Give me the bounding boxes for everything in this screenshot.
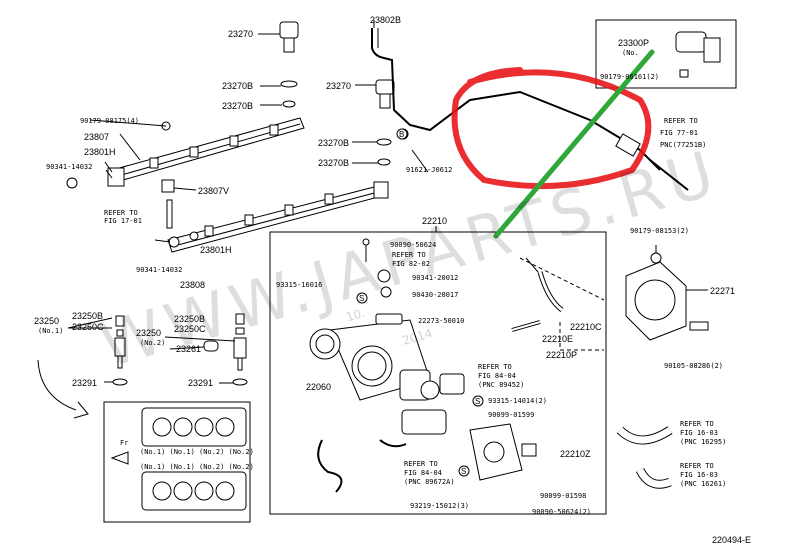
part-label: 23250B: [72, 311, 104, 321]
part-label: 90179-08175(4): [80, 117, 140, 125]
marker-b: B: [399, 130, 405, 139]
refer-label: PNC(77251B): [660, 141, 707, 149]
part-label: 23808: [180, 280, 206, 290]
refer-label: FIG 16-03: [680, 429, 718, 437]
fuel-pipe: [371, 28, 661, 171]
refer-label: FIG 84-04: [478, 372, 516, 380]
marker-s: S: [359, 294, 365, 303]
front-label: Fr: [120, 439, 129, 447]
part-label: 23270: [326, 81, 352, 91]
part-label: 93315-16016: [276, 281, 323, 289]
idle-air-valve: [469, 423, 537, 481]
diagram-code: 220494-E: [712, 535, 752, 545]
refer-label: REFER TO: [404, 460, 438, 468]
part-label: 90105-08286(2): [664, 362, 724, 370]
part-label: 90090-50624: [390, 241, 437, 249]
part-label: 22210C: [570, 322, 602, 332]
throttle-body: [329, 319, 465, 435]
injector-mounts-upper: [149, 124, 279, 169]
part-label: 23807: [84, 132, 110, 142]
refer-label: FIG 82-02: [392, 260, 430, 268]
part-label: 90341-14032: [136, 266, 183, 274]
direction-arrow: [37, 359, 83, 413]
refer-label: (PNC 89672A): [404, 478, 455, 486]
part-label: 23270B: [318, 138, 350, 148]
cylinder-labels: (No.1) (No.1) (No.2) (No.2): [140, 448, 254, 456]
refer-label: REFER TO: [680, 420, 714, 428]
part-label: 22210: [422, 216, 448, 226]
refer-label: REFER TO: [104, 209, 138, 217]
injector-mounts-lower: [204, 193, 334, 237]
refer-label: FIG 77-01: [660, 129, 698, 137]
refer-label: (PNC 16261): [680, 480, 727, 488]
part-label: 90179-08153(2): [630, 227, 690, 235]
throttle-body-box: [269, 231, 607, 515]
refer-label: FIG 16-03: [680, 471, 718, 479]
part-label: 23270B: [222, 81, 254, 91]
part-label: 90430-20017: [412, 291, 459, 299]
injector-no1: [112, 315, 128, 386]
pointer-arrow: [493, 49, 655, 239]
pulsation-damper-left: [279, 21, 299, 108]
part-label: 23250B: [174, 314, 206, 324]
part-label: 23270B: [318, 158, 350, 168]
marker-s: S: [461, 467, 467, 476]
part-label: 22273-50010: [418, 317, 465, 325]
part-label: 90179-06161(2): [600, 73, 660, 81]
part-label: 23807V: [198, 186, 230, 196]
refer-label: FIG 84-04: [404, 469, 442, 477]
refer-label: REFER TO: [478, 363, 512, 371]
cylinder-labels: (No.1) (No.1) (No.2) (No.2): [140, 463, 254, 471]
part-label: 23291: [72, 378, 98, 388]
part-label: (No.1): [38, 327, 64, 335]
part-label: (No.2): [140, 339, 166, 347]
part-label: 22210E: [542, 334, 574, 344]
part-label: 23802B: [370, 15, 402, 25]
part-label: 23270B: [222, 101, 254, 111]
gasket-22271: [625, 261, 687, 341]
refer-label: (PNC 89452): [478, 381, 525, 389]
refer-label: REFER TO: [392, 251, 426, 259]
part-label: 90090-50624(2): [532, 508, 592, 516]
part-label: 90099-01598: [540, 492, 587, 500]
part-label: 23250C: [174, 324, 206, 334]
part-label: 90099-01599: [488, 411, 535, 419]
part-label: 93219-15012(3): [410, 502, 470, 510]
refer-label: (PNC 16295): [680, 438, 727, 446]
part-label: 23801H: [200, 245, 232, 255]
rail-end-cap: [107, 167, 125, 187]
part-label: 22210Z: [560, 449, 591, 459]
refer-label: FIG 17-01: [104, 217, 142, 225]
gasket-22060: [309, 328, 341, 360]
part-label: (No.: [622, 49, 639, 57]
part-label: 22210P: [546, 350, 578, 360]
part-label: 23300P: [618, 38, 650, 48]
part-label: 91621-J0612: [406, 166, 453, 174]
part-label: 23801H: [84, 147, 116, 157]
highlight-circle: [451, 67, 652, 190]
part-label: 90341-14032: [46, 163, 93, 171]
part-label: 90341-20012: [412, 274, 459, 282]
refer-label: REFER TO: [664, 117, 698, 125]
pressure-regulator: [675, 31, 721, 63]
part-label: 23250C: [72, 322, 104, 332]
part-label: 22271: [710, 286, 736, 296]
part-label: 23291: [188, 378, 214, 388]
refer-label: REFER TO: [680, 462, 714, 470]
part-label: 93315-14014(2): [488, 397, 548, 405]
injector-no2: [232, 313, 248, 386]
part-label: 22060: [306, 382, 332, 392]
part-label: 23261: [176, 344, 202, 354]
part-label: 23270: [228, 29, 254, 39]
part-label: 23250: [136, 328, 162, 338]
marker-s: S: [475, 397, 481, 406]
pulsation-damper-mid: [375, 79, 395, 166]
part-label: 23250: [34, 316, 60, 326]
